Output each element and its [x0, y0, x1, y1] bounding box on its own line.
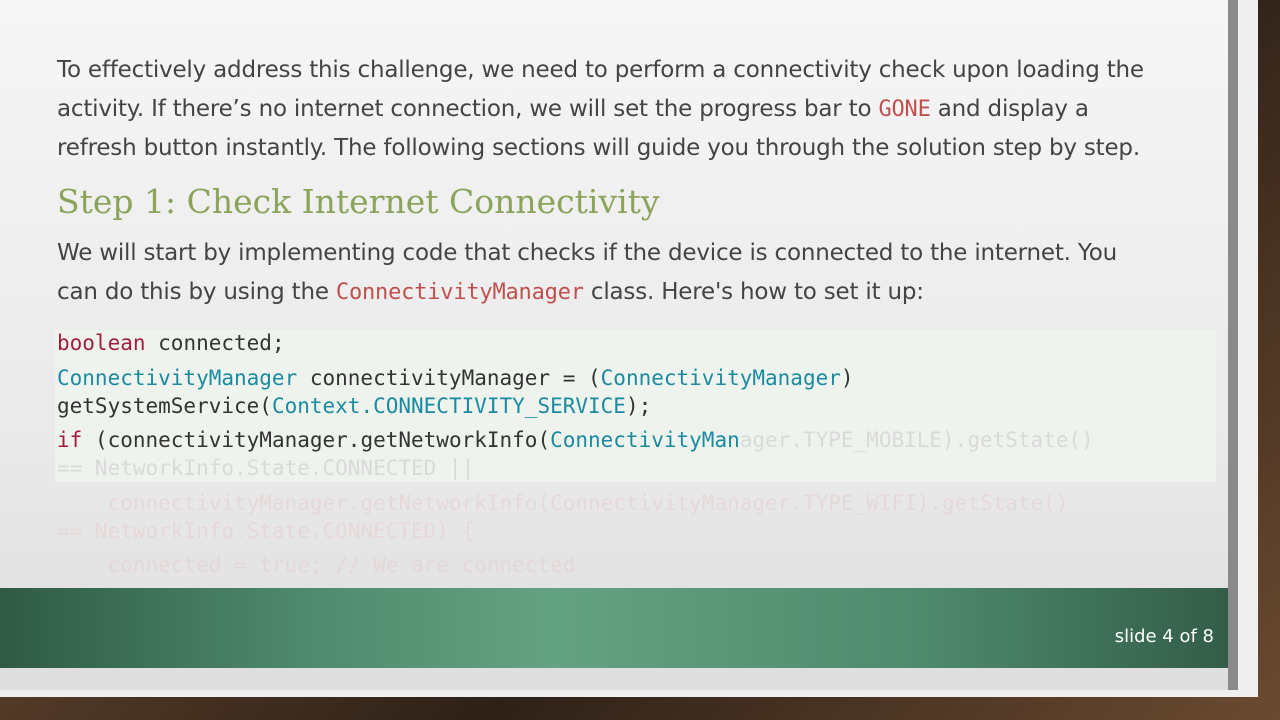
intro-paragraph: To effectively address this challenge, w…: [57, 51, 1227, 168]
slide: To effectively address this challenge, w…: [0, 0, 1228, 690]
para-line: can do this by using the ConnectivityMan…: [57, 273, 1227, 313]
t: Context.CONNECTIVITY_SERVICE: [271, 394, 626, 418]
text: activity. If there’s no internet connect…: [57, 95, 879, 122]
inline-code: ConnectivityManager: [335, 279, 584, 305]
slide-number: slide 4 of 8: [1114, 626, 1214, 647]
t: );: [625, 394, 652, 418]
code-line: connected = true; // We are connected: [57, 553, 576, 577]
intro-line: activity. If there’s no internet connect…: [57, 90, 1227, 130]
code-line: if (connectivityManager.getNetworkInfo(C…: [57, 428, 1094, 452]
para-line: We will start by implementing code that …: [57, 240, 1117, 266]
intro-line: To effectively address this challenge, w…: [57, 57, 1144, 83]
t: ): [840, 366, 854, 390]
t: connectivityManager = (: [297, 366, 601, 390]
t: ConnectivityMan: [550, 428, 740, 452]
section-heading: Step 1: Check Internet Connectivity: [57, 182, 660, 221]
code-block: [55, 330, 1216, 482]
text: can do this by using the: [57, 278, 336, 305]
paper-shadow: [1228, 0, 1238, 690]
code-line: getSystemService(Context.CONNECTIVITY_SE…: [57, 394, 651, 418]
code-line: boolean connected;: [57, 331, 285, 355]
inline-code: GONE: [878, 96, 931, 122]
t: ager.TYPE_MOBILE).getState(): [739, 428, 1094, 452]
text: class. Here's how to set it up:: [583, 278, 924, 305]
t: (connectivityManager.getNetworkInfo(: [82, 428, 551, 452]
footer-bar: slide 4 of 8: [0, 588, 1228, 668]
t: boolean: [57, 331, 146, 355]
t: ConnectivityManager: [57, 366, 298, 390]
intro-line: refresh button instantly. The following …: [57, 135, 1140, 161]
t: if: [57, 428, 83, 452]
t: getSystemService(: [57, 394, 272, 418]
t: ConnectivityManager: [600, 366, 841, 390]
code-line: == NetworkInfo.State.CONNECTED) {: [57, 519, 475, 543]
text: and display a: [930, 95, 1089, 122]
t: connected;: [145, 331, 285, 355]
code-line: ConnectivityManager connectivityManager …: [57, 366, 854, 390]
code-line: == NetworkInfo.State.CONNECTED ||: [57, 456, 475, 480]
code-line: connectivityManager.getNetworkInfo(Conne…: [57, 491, 1069, 515]
step-paragraph: We will start by implementing code that …: [57, 234, 1227, 312]
